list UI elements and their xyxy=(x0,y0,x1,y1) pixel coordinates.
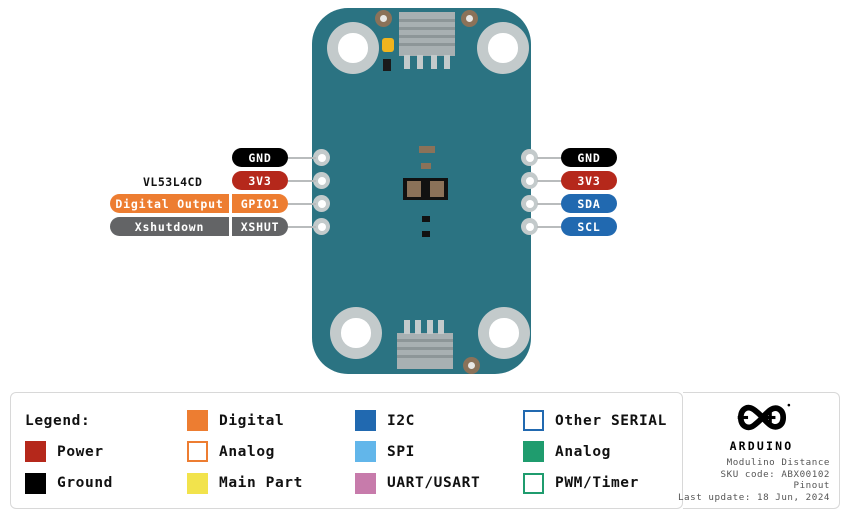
solder-pad-bottom-right xyxy=(463,357,480,374)
pin-pad-left-2 xyxy=(313,172,330,189)
pin-pad-right-1 xyxy=(521,149,538,166)
connector-pins-top xyxy=(404,55,450,69)
smd-component-b xyxy=(421,163,431,169)
mounting-hole-bottom-left xyxy=(330,307,382,359)
legend-swatch-analog-green xyxy=(523,441,544,463)
lead-left-1 xyxy=(288,157,316,159)
legend-item-i2c: I2C xyxy=(355,410,523,432)
pin-function-digital-output: Digital Output xyxy=(110,194,229,213)
legend-label-ground: Ground xyxy=(57,475,113,492)
smd-component-d xyxy=(422,231,430,237)
lead-right-3 xyxy=(537,203,565,205)
legend-swatch-uart xyxy=(355,472,376,494)
legend-panel: Legend: Digital I2C Other SERIAL Power A xyxy=(10,392,683,509)
smd-component-a xyxy=(419,146,435,153)
main-part-label-vl53l4cd: VL53L4CD xyxy=(143,175,203,189)
legend-item-ground: Ground xyxy=(25,472,187,494)
legend-item-analog-outline: Analog xyxy=(187,441,355,463)
solder-pad-top-left xyxy=(375,10,392,27)
legend-title-cell: Legend: xyxy=(25,413,187,429)
legend-label-analog-outline: Analog xyxy=(219,443,275,460)
meta-last-update: Last update: 18 Jun, 2024 xyxy=(677,491,830,503)
legend-swatch-spi xyxy=(355,441,376,463)
pin-label-right-scl[interactable]: SCL xyxy=(561,217,617,236)
legend-swatch-analog-outline xyxy=(187,441,208,463)
pin-row-gpio1[interactable]: Digital Output GPIO1 xyxy=(110,194,288,213)
legend-label-digital: Digital xyxy=(219,412,285,429)
arduino-logo-wrap: ARDUINO xyxy=(683,401,840,453)
legend-swatch-digital xyxy=(187,410,208,432)
pin-row-divider xyxy=(229,194,232,213)
meta-doc-type: Pinout xyxy=(793,480,830,492)
legend-item-pwm-timer: PWM/Timer xyxy=(523,472,670,494)
pin-label-left-xshut: XSHUT xyxy=(232,217,288,236)
legend-label-uart: UART/USART xyxy=(387,475,481,492)
legend-swatch-ground xyxy=(25,472,46,494)
status-led xyxy=(382,38,394,52)
legend-swatch-i2c xyxy=(355,410,376,432)
meta-product: Modulino Distance xyxy=(726,457,830,468)
meta-sku: SKU code: ABX00102 xyxy=(720,468,830,480)
pin-pad-right-4 xyxy=(521,218,538,235)
legend-label-power: Power xyxy=(57,443,104,460)
smd-component-top xyxy=(383,59,391,71)
legend-item-digital: Digital xyxy=(187,410,355,432)
pin-pad-right-2 xyxy=(521,172,538,189)
connector-pins-bottom xyxy=(404,320,444,334)
qwiic-connector-top xyxy=(399,12,455,56)
mounting-hole-top-left xyxy=(327,22,379,74)
pin-label-left-gnd[interactable]: GND xyxy=(232,148,288,167)
lead-right-4 xyxy=(537,226,565,228)
pin-label-right-gnd[interactable]: GND xyxy=(561,148,617,167)
arduino-infinity-logo-icon xyxy=(731,401,793,438)
legend-swatch-power xyxy=(25,441,46,463)
lead-right-1 xyxy=(537,157,565,159)
legend-label-i2c: I2C xyxy=(387,412,415,429)
pin-function-xshutdown: Xshutdown xyxy=(110,217,229,236)
legend-item-power: Power xyxy=(25,441,187,463)
document-metadata: Modulino Distance SKU code: ABX00102 Pin… xyxy=(678,457,830,503)
legend-label-pwm-timer: PWM/Timer xyxy=(555,475,639,492)
legend-label-analog-green: Analog xyxy=(555,443,611,460)
lead-left-3 xyxy=(288,203,316,205)
legend-title: Legend: xyxy=(25,412,91,429)
lead-left-4 xyxy=(288,226,316,228)
legend-item-main-part: Main Part xyxy=(187,472,355,494)
legend-item-spi: SPI xyxy=(355,441,523,463)
pin-label-right-3v3[interactable]: 3V3 xyxy=(561,171,617,190)
pin-row-divider xyxy=(229,217,232,236)
lead-right-2 xyxy=(537,180,565,182)
legend-swatch-main-part xyxy=(187,472,208,494)
legend-item-analog-green: Analog xyxy=(523,441,670,463)
info-panel: ARDUINO Modulino Distance SKU code: ABX0… xyxy=(678,392,840,509)
pin-label-right-sda[interactable]: SDA xyxy=(561,194,617,213)
arduino-wordmark: ARDUINO xyxy=(729,439,794,453)
legend-swatch-pwm-timer xyxy=(523,472,544,494)
mounting-hole-bottom-right xyxy=(478,307,530,359)
legend-grid: Legend: Digital I2C Other SERIAL Power A xyxy=(25,405,670,499)
solder-pad-top-right xyxy=(461,10,478,27)
legend-label-other-serial: Other SERIAL xyxy=(555,412,667,429)
vl53l4cd-sensor xyxy=(403,178,448,200)
legend-label-spi: SPI xyxy=(387,443,415,460)
legend-item-other-serial: Other SERIAL xyxy=(523,410,670,432)
legend-swatch-other-serial xyxy=(523,410,544,432)
pin-label-left-3v3[interactable]: 3V3 xyxy=(232,171,288,190)
pin-row-xshut[interactable]: Xshutdown XSHUT xyxy=(110,217,288,236)
pin-label-left-gpio1: GPIO1 xyxy=(232,194,288,213)
pin-pad-left-1 xyxy=(313,149,330,166)
lead-left-2 xyxy=(288,180,316,182)
smd-component-c xyxy=(422,216,430,222)
pin-pad-left-4 xyxy=(313,218,330,235)
mounting-hole-top-right xyxy=(477,22,529,74)
legend-label-main-part: Main Part xyxy=(219,475,303,492)
qwiic-connector-bottom xyxy=(397,333,453,369)
board-illustration: GND 3V3 Digital Output GPIO1 Xshutdown X… xyxy=(0,0,850,386)
legend-item-uart: UART/USART xyxy=(355,472,523,494)
pin-pad-right-3 xyxy=(521,195,538,212)
pin-pad-left-3 xyxy=(313,195,330,212)
